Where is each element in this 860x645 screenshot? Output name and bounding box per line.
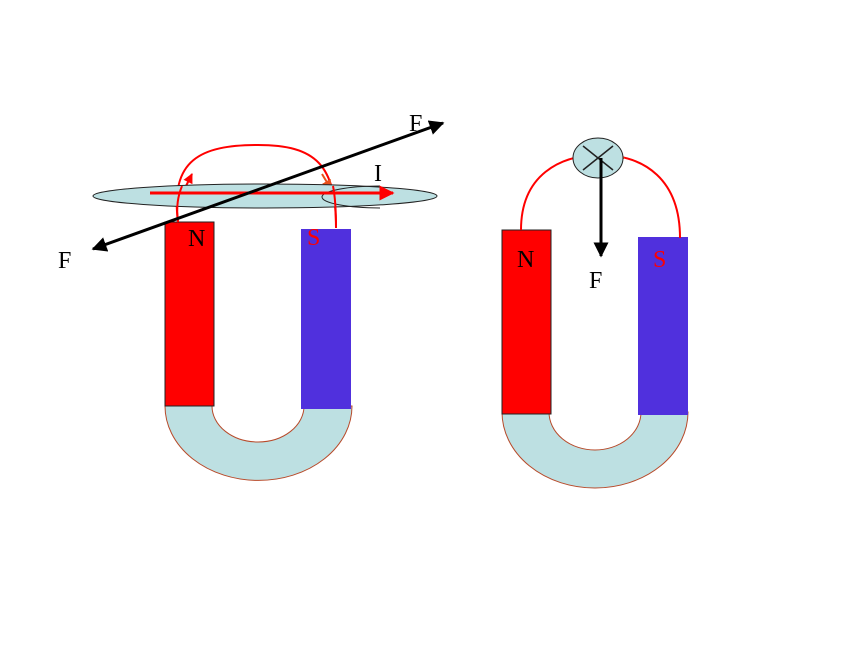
- left-force-label-up: F: [409, 111, 422, 137]
- left-north-label: N: [188, 226, 205, 252]
- right-north-pole: [501, 229, 552, 415]
- left-south-pole: [301, 229, 351, 409]
- right-south-label: S: [653, 247, 666, 273]
- right-magnet-yoke: [501, 411, 689, 489]
- right-magnet: [501, 229, 689, 489]
- right-south-pole: [638, 237, 688, 415]
- left-magnet-yoke: [164, 405, 353, 481]
- right-conductor-cross-section: [572, 137, 624, 179]
- left-south-label: S: [307, 225, 320, 251]
- left-current-label: I: [374, 161, 382, 187]
- left-north-pole: [164, 221, 215, 407]
- left-magnet: [164, 221, 353, 481]
- left-force-arrow: [91, 120, 445, 252]
- left-force-label-down: F: [58, 248, 71, 274]
- right-north-label: N: [517, 247, 534, 273]
- right-force-label: F: [589, 268, 602, 294]
